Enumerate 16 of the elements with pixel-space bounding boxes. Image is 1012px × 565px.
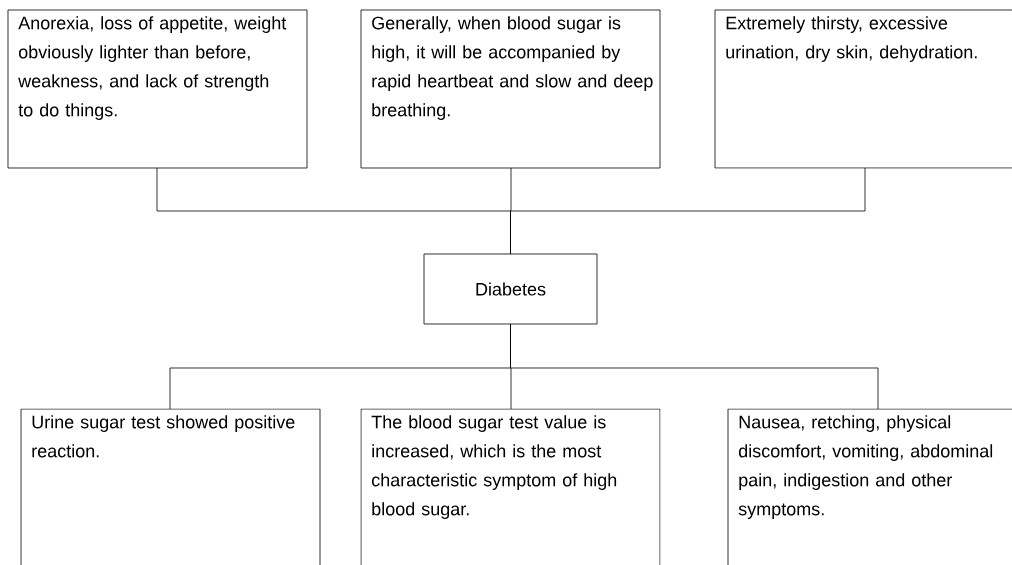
- box: [20, 408, 321, 565]
- node-text: Nausea, retching, physical discomfort, vomiting, abdominal pain, indigestion and other symptoms.: [738, 415, 993, 519]
- box: [423, 253, 598, 325]
- node-text: The blood sugar test value is increased, which is the most characteristic symptom of high blood sugar.: [371, 415, 617, 519]
- box: [714, 9, 1012, 169]
- node-text: Urine sugar test showed positive reaction.: [32, 415, 295, 458]
- connector: [510, 323, 879, 410]
- node-text: Generally, when blood sugar is high, it will be accompanied by rapid heartbeat and slow and deep breathing.: [372, 16, 653, 120]
- box: [727, 408, 1012, 565]
- box: [7, 9, 308, 169]
- connector: [510, 167, 866, 255]
- box: [360, 408, 661, 565]
- node-text: Extremely thirsty, excessive urination, dry skin, dehydration.: [726, 16, 977, 62]
- node-label: Diabetes: [476, 282, 546, 296]
- node-text: Anorexia, loss of appetite, weight obviously lighter than before, weakness, and lack of strength to do things.: [18, 16, 287, 120]
- box: [360, 9, 661, 169]
